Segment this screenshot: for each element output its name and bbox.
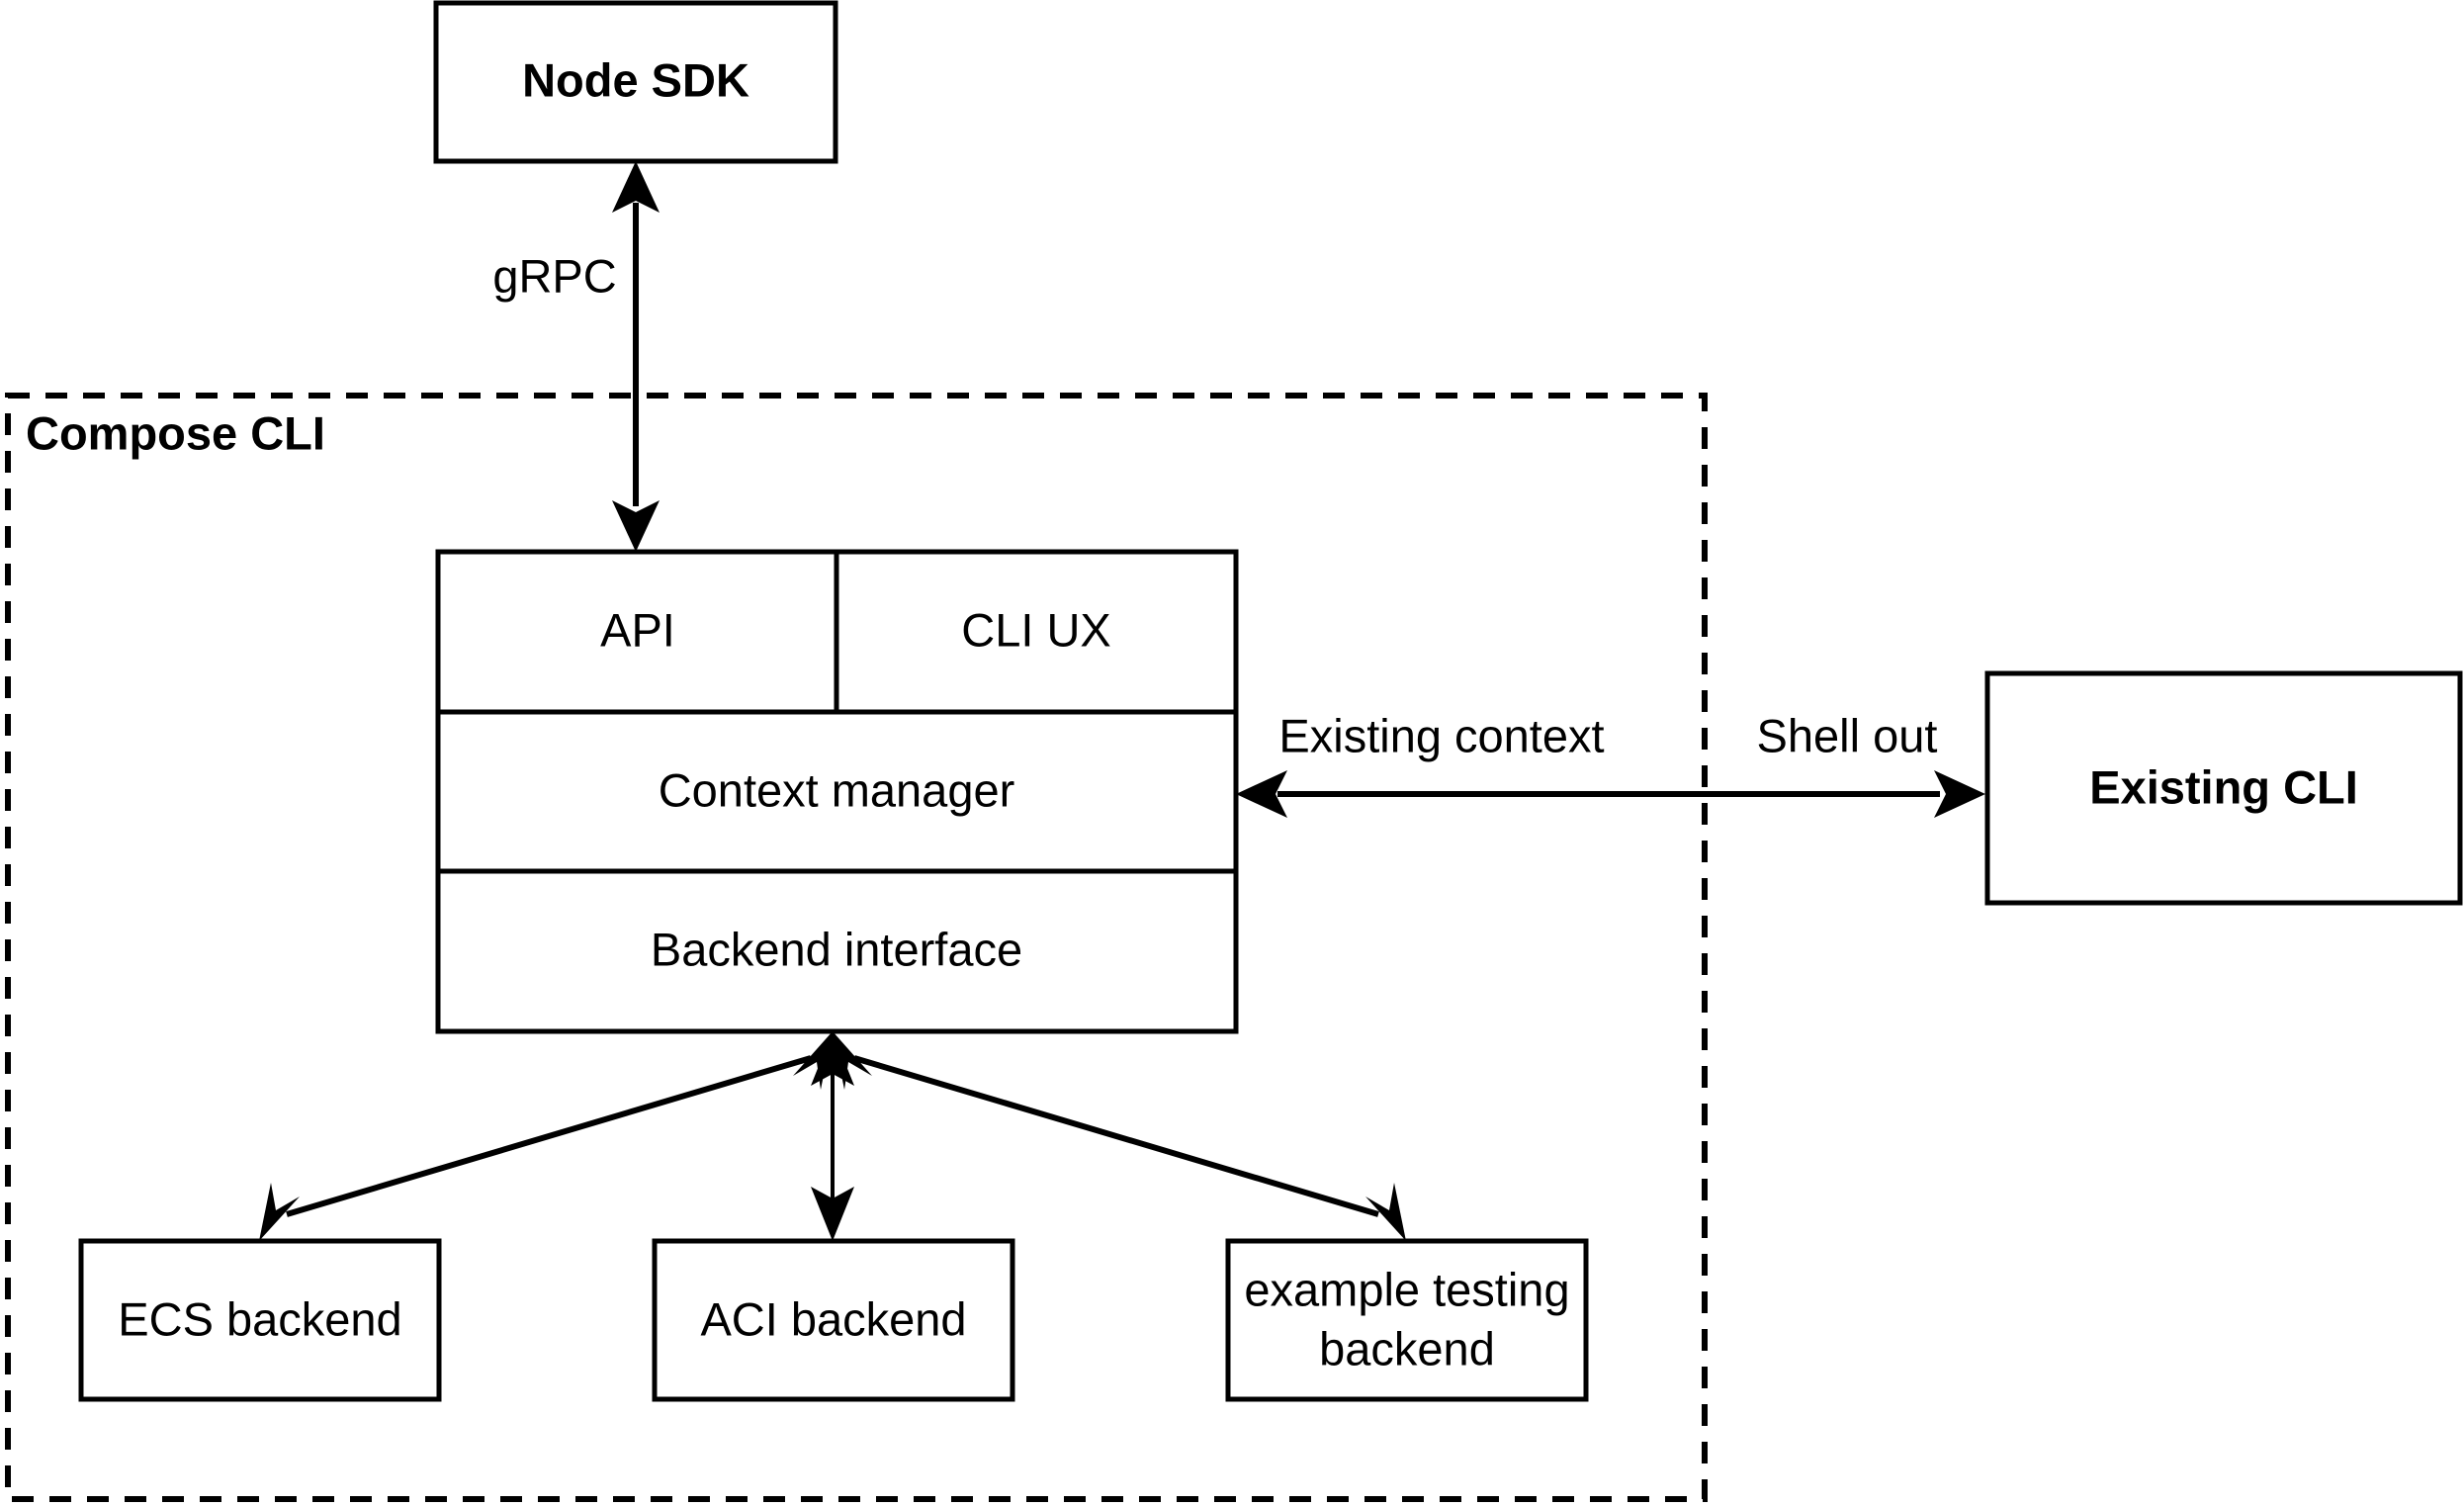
ecs-backend-box[interactable]: ECS backend <box>78 1238 442 1402</box>
aci-backend-box[interactable]: ACI backend <box>652 1238 1015 1402</box>
existing-cli-box[interactable]: Existing CLI <box>1984 670 2463 906</box>
node-sdk-rect <box>433 0 838 164</box>
backend-interface-label: Backend interface <box>651 923 1022 975</box>
example-arrow-shaft <box>853 1055 1379 1217</box>
grpc-edge-label: gRPC <box>492 249 616 302</box>
edge-existing-context-shell-out[interactable]: Existing context Shell out <box>1236 709 1985 818</box>
grpc-arrow-head-down <box>612 500 660 552</box>
backend-interface-cell[interactable]: Backend interface <box>651 923 1022 975</box>
ecs-backend-rect <box>78 1238 442 1402</box>
example-testing-backend-label-line1: example testing <box>1244 1263 1569 1315</box>
context-manager-label: Context manager <box>659 763 1015 816</box>
edge-backend-example[interactable] <box>833 1031 1406 1241</box>
existing-cli-rect <box>1984 670 2463 906</box>
group-compose-cli[interactable]: Compose CLI <box>5 393 1708 1502</box>
example-arrow-head-up <box>833 1031 872 1090</box>
api-cell[interactable]: API <box>600 603 675 656</box>
ecs-backend-label: ECS backend <box>118 1292 401 1345</box>
context-manager-cell[interactable]: Context manager <box>659 763 1015 816</box>
compose-cli-label: Compose CLI <box>26 406 325 459</box>
ecs-arrow-shaft <box>286 1055 812 1217</box>
aci-backend-label: ACI backend <box>700 1292 966 1345</box>
node-sdk-box[interactable]: Node SDK <box>433 0 838 164</box>
shell-out-arrow-head-right <box>1934 770 1985 818</box>
compose-cli-dashed-border <box>5 393 1708 1502</box>
existing-cli-label: Existing CLI <box>2089 760 2358 813</box>
shell-out-edge-label: Shell out <box>1757 709 1938 761</box>
edge-grpc[interactable]: gRPC <box>492 161 660 552</box>
example-arrow-head-down <box>1365 1183 1406 1241</box>
example-testing-backend-label-line2: backend <box>1319 1322 1495 1374</box>
cli-ux-label: CLI UX <box>961 603 1111 656</box>
aci-arrow-head-down <box>811 1187 854 1241</box>
edge-backend-ecs[interactable] <box>259 1031 833 1241</box>
api-label: API <box>600 603 675 656</box>
cli-ux-cell[interactable]: CLI UX <box>961 603 1111 656</box>
grpc-arrow-head-up <box>612 161 660 213</box>
existing-context-edge-label: Existing context <box>1278 709 1604 761</box>
ecs-arrow-head-down <box>259 1183 300 1241</box>
aci-backend-rect <box>652 1238 1015 1402</box>
core-stack: API CLI UX Context manager Backend inter… <box>435 549 1239 1034</box>
example-testing-backend-rect <box>1225 1238 1589 1402</box>
example-testing-backend-box[interactable]: example testing backend <box>1225 1238 1589 1402</box>
existing-context-arrow-head-left <box>1236 770 1287 818</box>
node-sdk-label: Node SDK <box>522 53 749 106</box>
